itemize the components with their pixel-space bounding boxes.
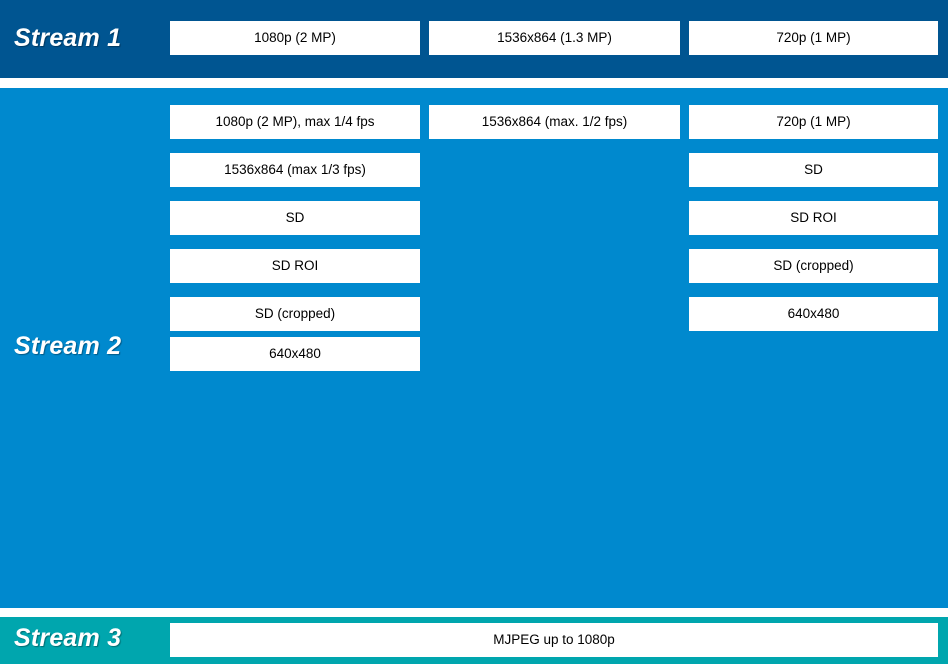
stream-1-col-1-cell-1: 1080p (2 MP) — [170, 21, 420, 55]
stream-2-col-1-cell-3: SD — [170, 201, 420, 235]
stream-2-col-1-cell-4: SD ROI — [170, 249, 420, 283]
stream-3-cell-1: MJPEG up to 1080p — [170, 623, 938, 657]
stream-2-col-3-cell-1: 720p (1 MP) — [689, 105, 938, 139]
stream-2-col-1-cell-2: 1536x864 (max 1/3 fps) — [170, 153, 420, 187]
stream-3-label: Stream 3 — [14, 624, 122, 652]
stream-1-col-3-cell-1: 720p (1 MP) — [689, 21, 938, 55]
stream-2-label: Stream 2 — [14, 332, 122, 360]
stream-2-col-2-cell-1: 1536x864 (max. 1/2 fps) — [429, 105, 680, 139]
stream-2-col-1-cell-6: 640x480 — [170, 337, 420, 371]
stream-1-label: Stream 1 — [14, 24, 122, 52]
stream-2-col-1-cell-5: SD (cropped) — [170, 297, 420, 331]
stream-2-col-3-cell-5: 640x480 — [689, 297, 938, 331]
stream-2-col-1-cell-1: 1080p (2 MP), max 1/4 fps — [170, 105, 420, 139]
stream-2-col-3-cell-3: SD ROI — [689, 201, 938, 235]
stream-2-col-3-cell-2: SD — [689, 153, 938, 187]
stream-1-col-2-cell-1: 1536x864 (1.3 MP) — [429, 21, 680, 55]
stream-2-col-3-cell-4: SD (cropped) — [689, 249, 938, 283]
